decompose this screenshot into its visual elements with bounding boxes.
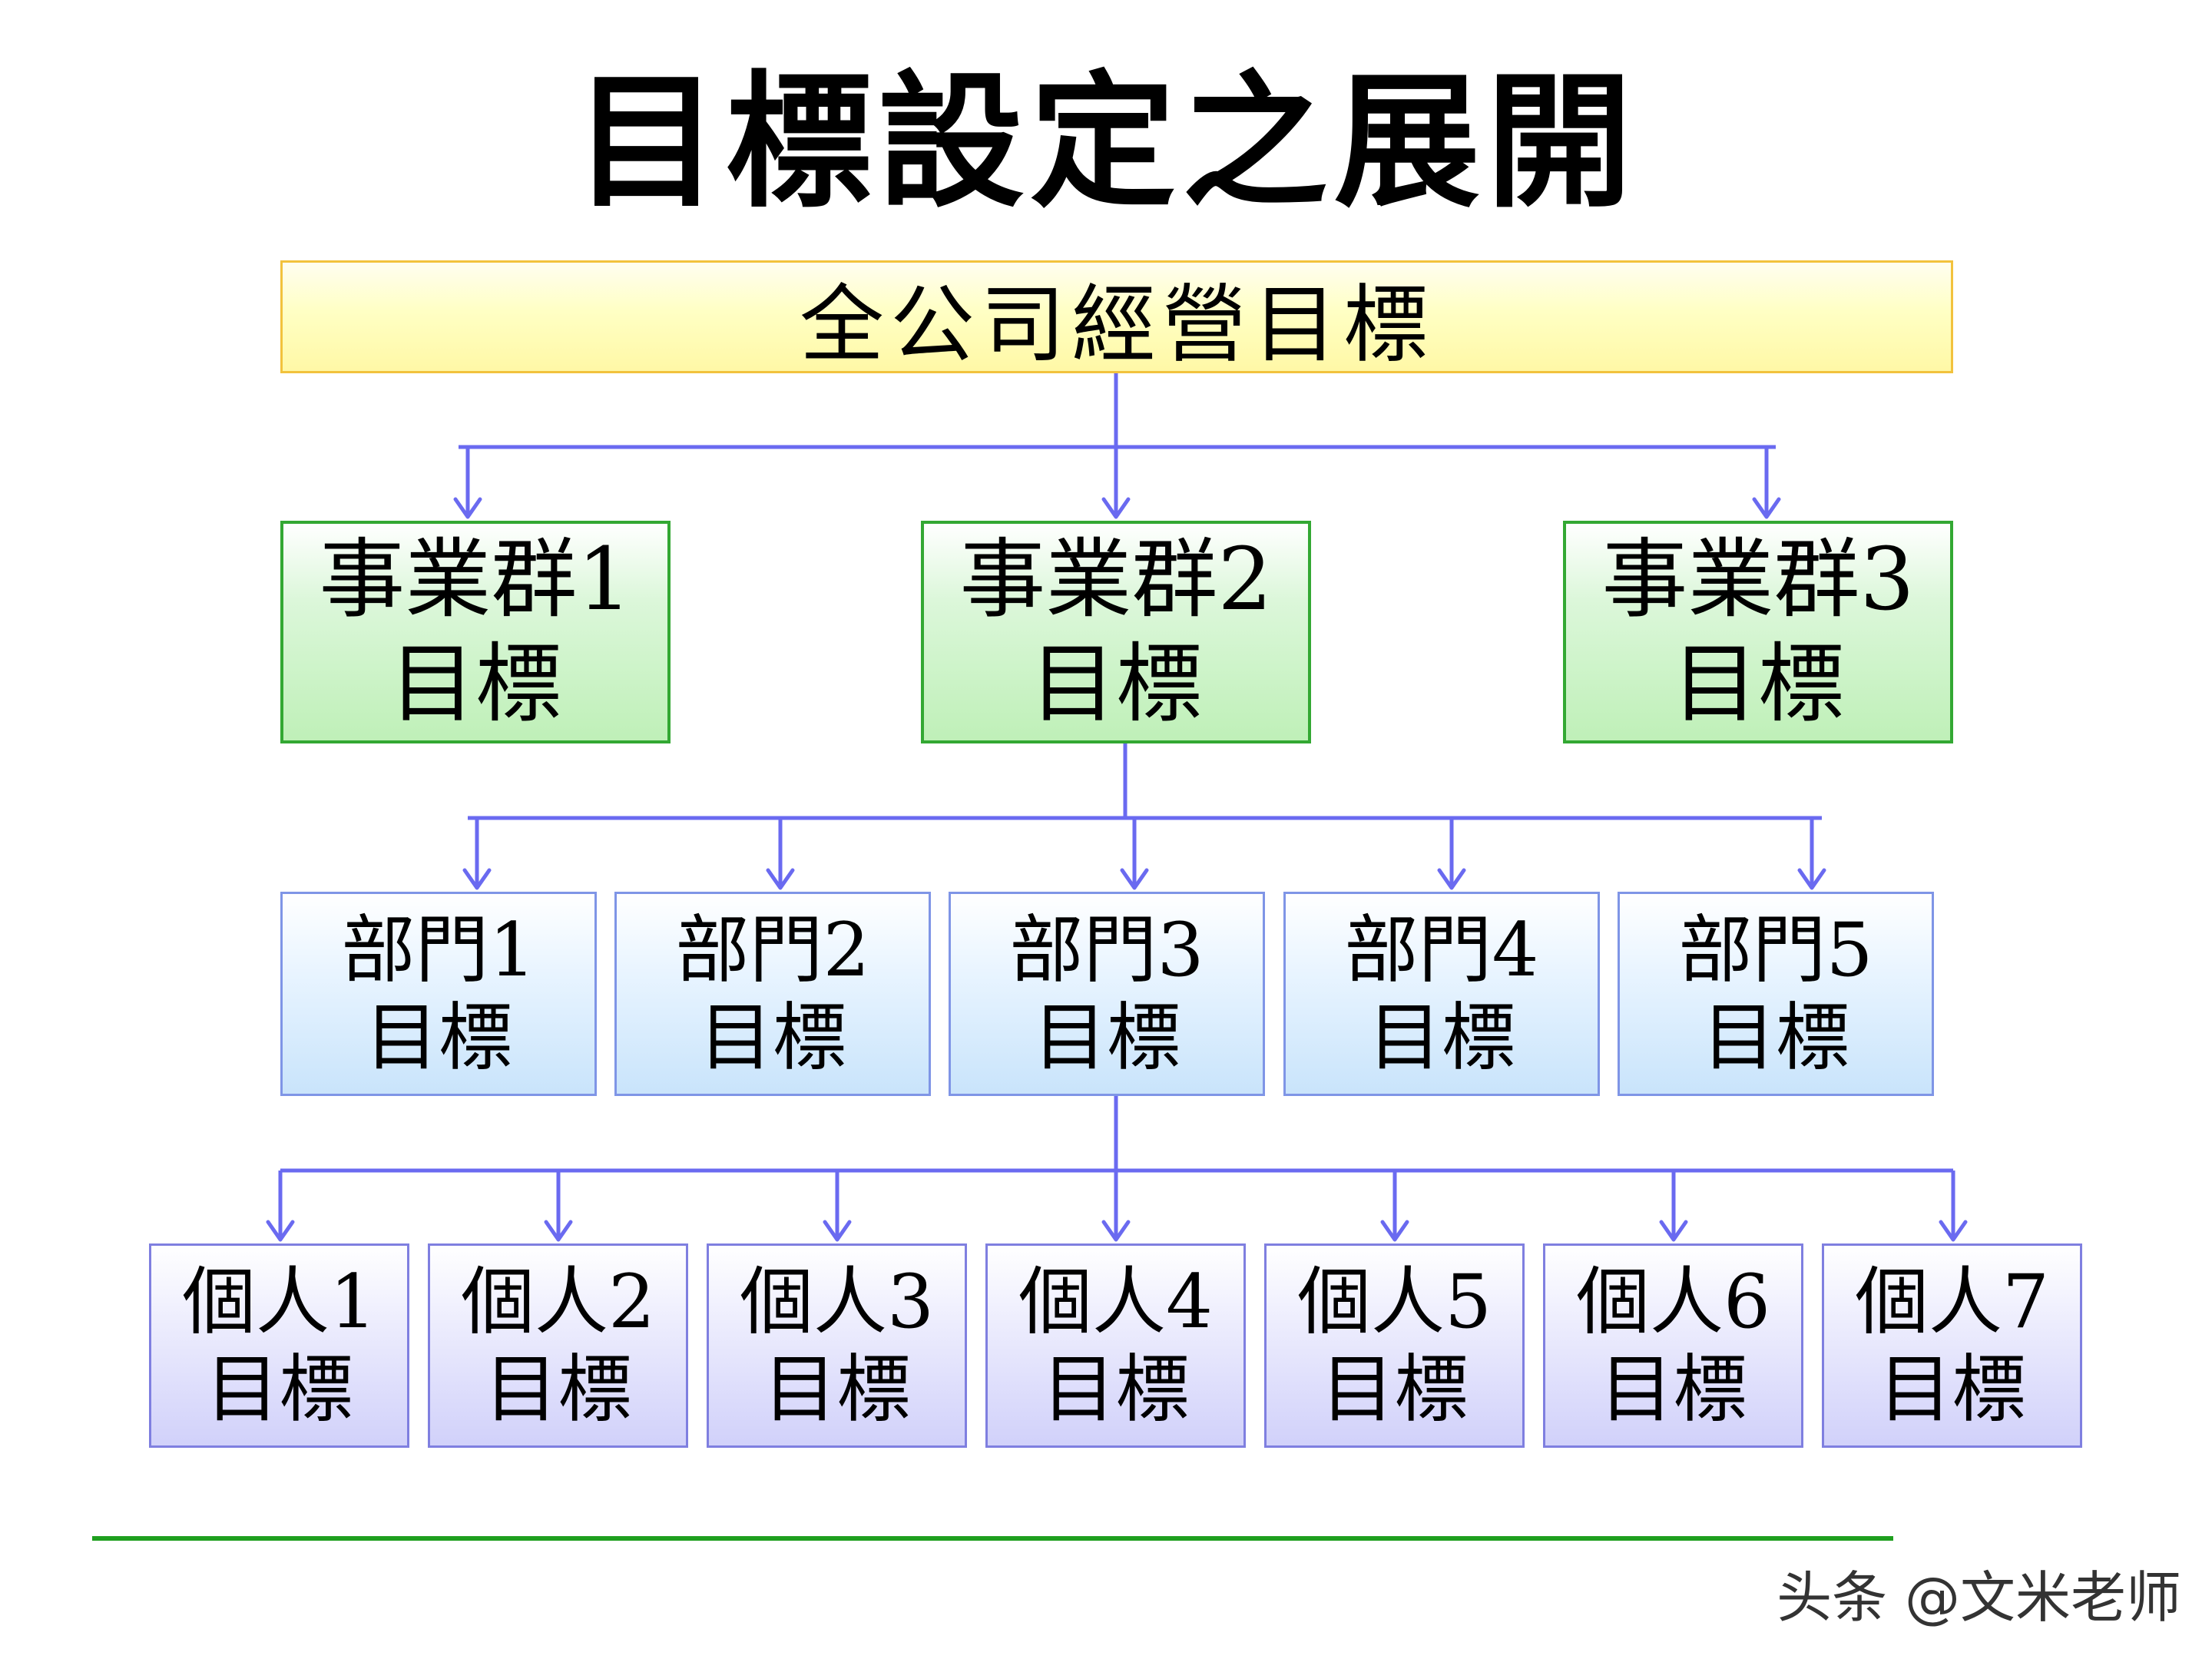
- person-5-name: 個人5: [1296, 1259, 1492, 1345]
- dept-5-goal: 目標: [1702, 995, 1849, 1081]
- arrowhead-person-5: [1380, 1220, 1409, 1242]
- dept-1-box: 部門1 目標: [280, 892, 597, 1096]
- person-6-name: 個人6: [1575, 1259, 1771, 1345]
- person-4-box: 個人4 目標: [985, 1243, 1246, 1448]
- arrowhead-dept-5: [1797, 868, 1826, 890]
- person-1-box: 個人1 目標: [149, 1243, 409, 1448]
- person-6-box: 個人6 目標: [1543, 1243, 1803, 1448]
- dept-2-box: 部門2 目標: [614, 892, 931, 1096]
- person-3-name: 個人3: [739, 1259, 935, 1345]
- group-3-goal: 目標: [1672, 634, 1844, 734]
- dept-4-goal: 目標: [1368, 995, 1515, 1081]
- dept-3-box: 部門3 目標: [949, 892, 1265, 1096]
- arrowhead-person-2: [544, 1220, 573, 1242]
- person-7-goal: 目標: [1878, 1346, 2026, 1432]
- person-7-box: 個人7 目標: [1822, 1243, 2082, 1448]
- dept-1-goal: 目標: [365, 995, 512, 1081]
- group-2-goal: 目標: [1030, 634, 1202, 734]
- person-7-name: 個人7: [1854, 1259, 2050, 1345]
- group-1-goal: 目標: [389, 634, 561, 734]
- dept-1-name: 部門1: [341, 907, 536, 993]
- dept-2-name: 部門2: [675, 907, 870, 993]
- group-3-name: 事業群3: [1601, 530, 1915, 630]
- person-2-box: 個人2 目標: [428, 1243, 688, 1448]
- arrowhead-group-1: [453, 497, 482, 519]
- watermark: 头条 @文米老师: [1777, 1565, 2181, 1630]
- arrowhead-dept-1: [462, 868, 492, 890]
- group-2-box: 事業群2 目標: [921, 521, 1311, 743]
- person-1-name: 個人1: [181, 1259, 377, 1345]
- company-goal-label: 全公司經營目標: [800, 275, 1434, 374]
- arrowhead-person-7: [1939, 1220, 1968, 1242]
- dept-2-goal: 目標: [699, 995, 846, 1081]
- person-6-goal: 目標: [1599, 1346, 1747, 1432]
- dept-5-box: 部門5 目標: [1618, 892, 1934, 1096]
- person-4-name: 個人4: [1018, 1259, 1214, 1345]
- company-goal-box: 全公司經營目標: [280, 260, 1953, 374]
- group-1-box: 事業群1 目標: [280, 521, 671, 743]
- person-3-box: 個人3 目標: [707, 1243, 967, 1448]
- person-3-goal: 目標: [763, 1346, 911, 1432]
- arrowhead-person-1: [266, 1220, 295, 1242]
- bottom-divider: [92, 1536, 1893, 1541]
- person-5-box: 個人5 目標: [1264, 1243, 1525, 1448]
- group-3-box: 事業群3 目標: [1563, 521, 1953, 743]
- dept-4-box: 部門4 目標: [1283, 892, 1600, 1096]
- arrowhead-dept-4: [1437, 868, 1466, 890]
- dept-3-goal: 目標: [1033, 995, 1181, 1081]
- group-1-name: 事業群1: [319, 530, 632, 630]
- person-5-goal: 目標: [1320, 1346, 1469, 1432]
- dept-4-name: 部門4: [1344, 907, 1539, 993]
- person-2-name: 個人2: [460, 1259, 656, 1345]
- arrowhead-group-3: [1752, 497, 1781, 519]
- dept-3-name: 部門3: [1009, 907, 1204, 993]
- arrowhead-dept-2: [766, 868, 795, 890]
- arrowhead-person-4: [1101, 1220, 1131, 1242]
- arrowhead-group-2: [1101, 497, 1131, 519]
- arrowhead-person-3: [823, 1220, 852, 1242]
- group-2-name: 事業群2: [959, 530, 1273, 630]
- arrowhead-dept-3: [1120, 868, 1149, 890]
- person-4-goal: 目標: [1041, 1346, 1190, 1432]
- person-1-goal: 目標: [205, 1346, 353, 1432]
- dept-5-name: 部門5: [1678, 907, 1873, 993]
- page-title: 目標設定之展開: [573, 56, 1638, 227]
- person-2-goal: 目標: [484, 1346, 632, 1432]
- arrowhead-person-6: [1659, 1220, 1688, 1242]
